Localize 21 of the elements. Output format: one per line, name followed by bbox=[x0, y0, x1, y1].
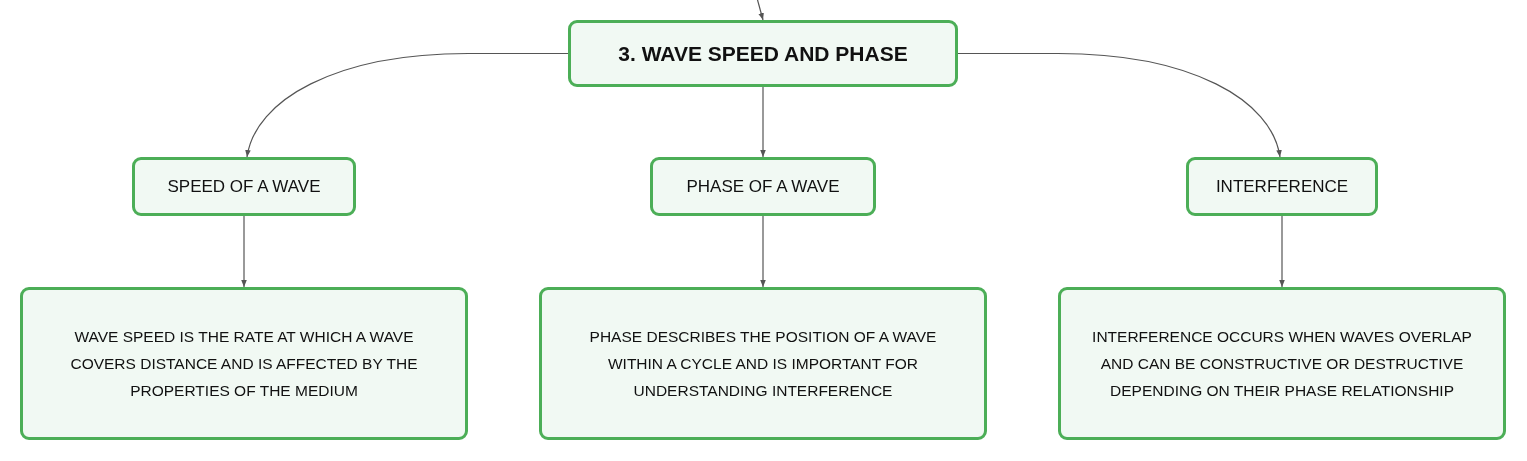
subtopic-label: PHASE OF A WAVE bbox=[686, 176, 840, 197]
description-text: WAVE SPEED IS THE RATE AT WHICH A WAVE COVERS DISTANCE AND IS AFFECTED BY THE PROPERTIES OF THE MEDIUM bbox=[69, 327, 419, 401]
arrow bbox=[957, 52, 1281, 158]
subtopic-box bbox=[1186, 157, 1378, 216]
description-box bbox=[1058, 287, 1506, 440]
subtopic-label: SPEED OF A WAVE bbox=[167, 176, 321, 197]
arrow bbox=[760, 86, 766, 158]
subtopic-box bbox=[650, 157, 876, 216]
description-box bbox=[539, 287, 987, 440]
description-box bbox=[20, 287, 468, 440]
arrow bbox=[1279, 215, 1285, 288]
topic-title: 3. WAVE SPEED AND PHASE bbox=[618, 41, 908, 66]
arrow bbox=[760, 215, 766, 288]
description-text: INTERFERENCE OCCURS WHEN WAVES OVERLAP AND CAN BE CONSTRUCTIVE OR DESTRUCTIVE DEPENDING ON THEIR PHASE RELATIONSHIP bbox=[1091, 327, 1473, 401]
arrow bbox=[756, 0, 764, 21]
subtopic-box bbox=[132, 157, 356, 216]
subtopic-label: INTERFERENCE bbox=[1215, 176, 1349, 197]
topic-box bbox=[568, 20, 958, 87]
description-text: PHASE DESCRIBES THE POSITION OF A WAVE WITHIN A CYCLE AND IS IMPORTANT FOR UNDERSTANDING INTERFERENCE bbox=[588, 327, 938, 401]
arrow bbox=[246, 52, 569, 158]
arrow bbox=[241, 215, 247, 288]
